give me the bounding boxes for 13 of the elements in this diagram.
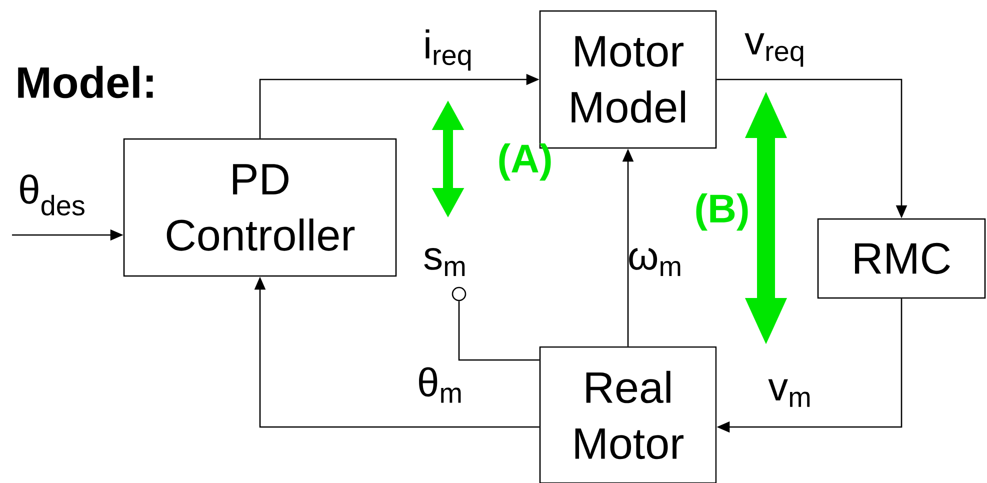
signal-label: ω$_{m}$ — [629, 248, 680, 276]
block-box: RMC — [817, 218, 986, 299]
title: Model: — [18, 66, 153, 98]
signal-label: θ$_{des}$ — [20, 174, 84, 216]
signal-label: s$_{m}$ — [424, 248, 465, 276]
signal-label: i$_{req}$ — [426, 29, 471, 71]
block-box: PD Controller — [123, 138, 397, 277]
marker-label: (B) — [696, 193, 748, 231]
terminal-circle — [452, 286, 466, 302]
signal-label: θ$_{m}$ — [419, 367, 461, 403]
signal-label: v$_{m}$ — [768, 379, 810, 407]
signal-label: v$_{req}$ — [744, 33, 804, 67]
block-box: Real Motor — [539, 346, 717, 483]
